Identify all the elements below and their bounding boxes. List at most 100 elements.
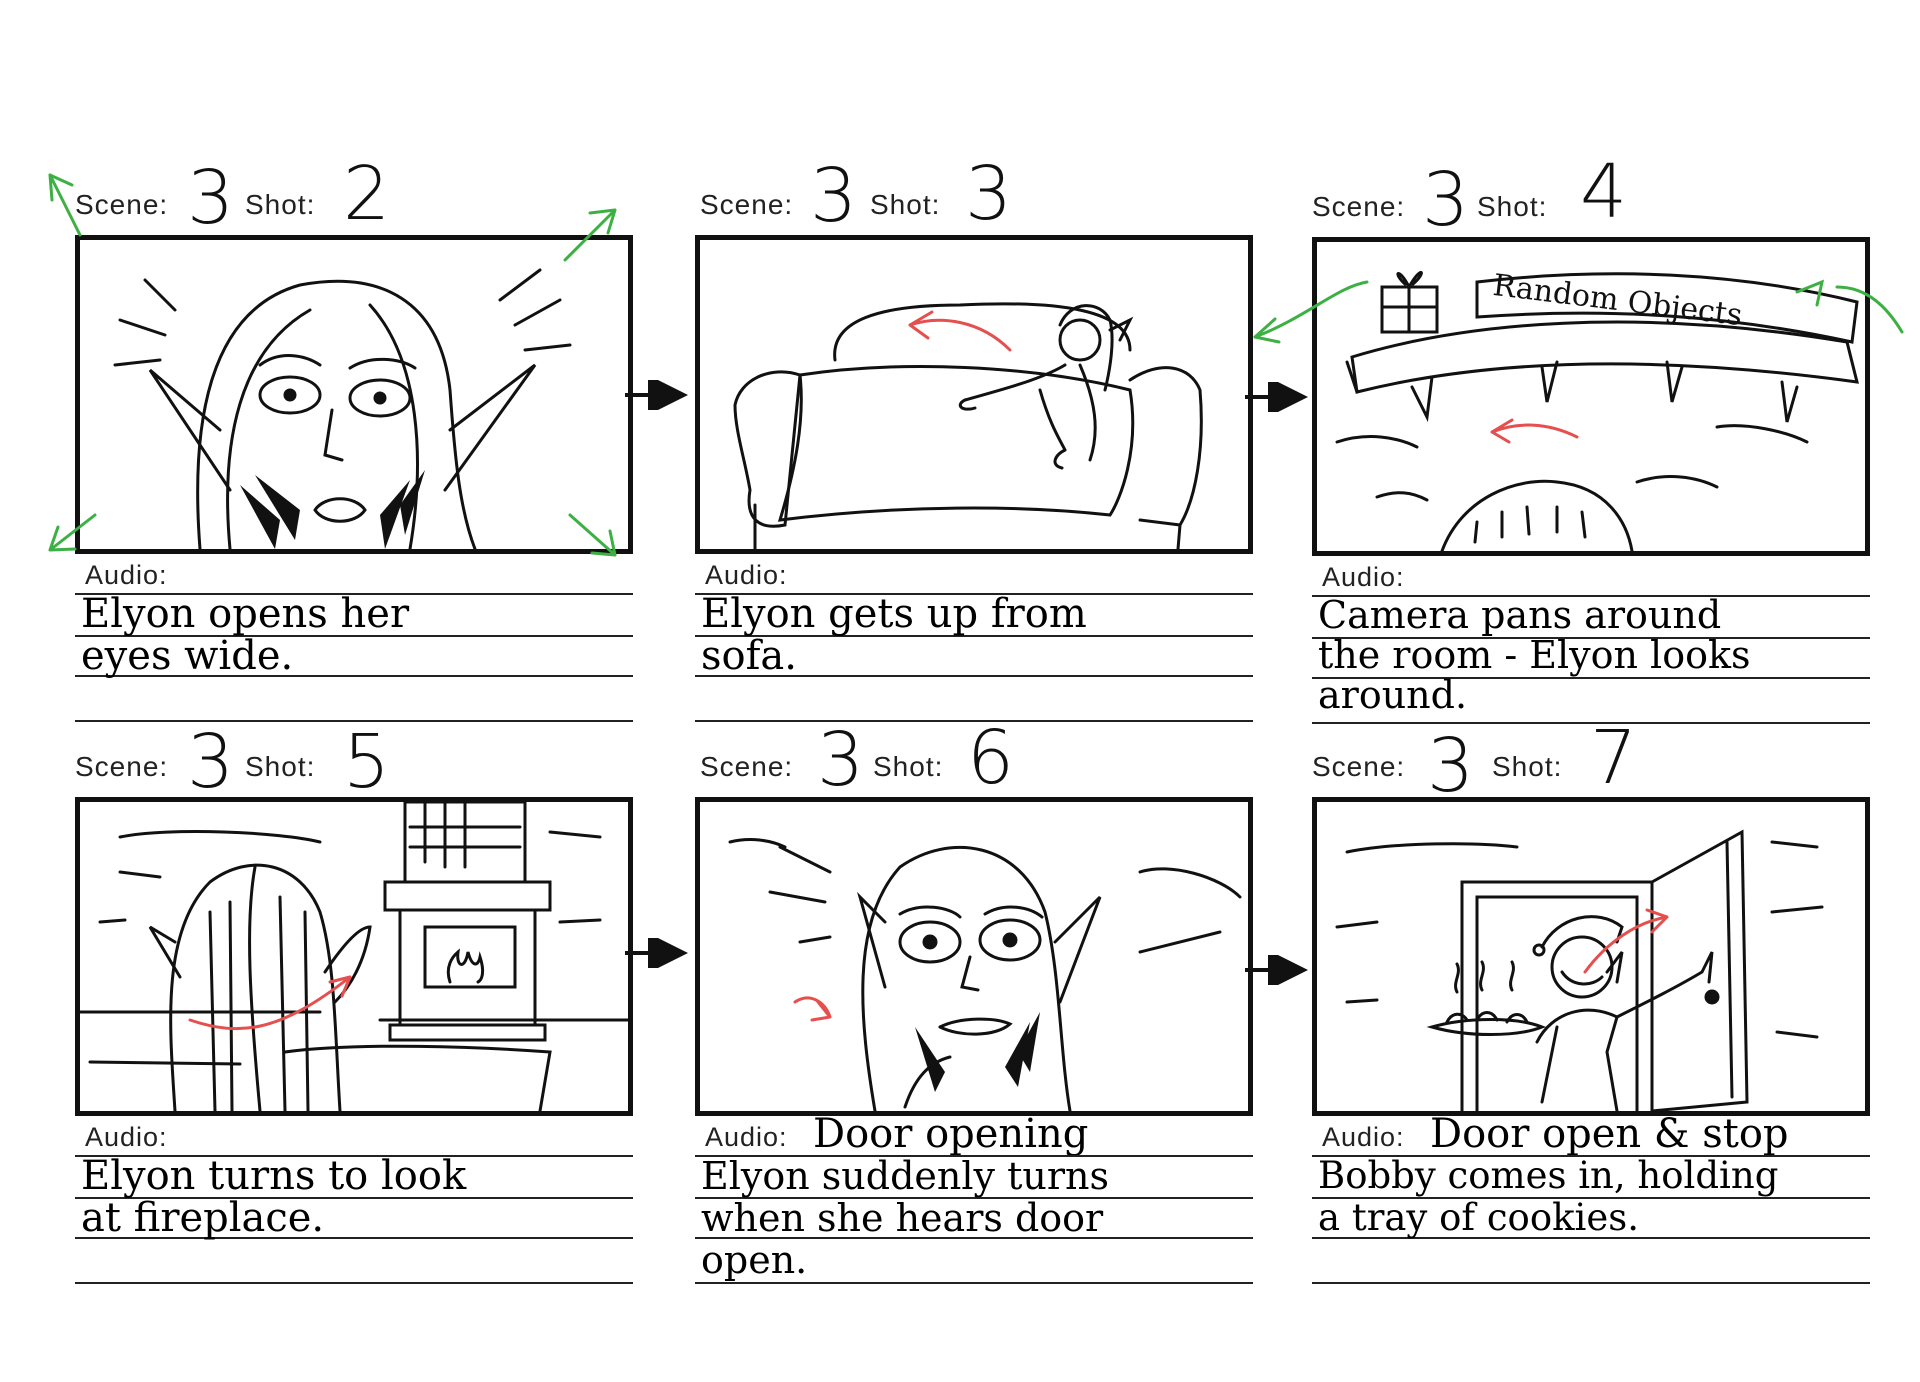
- audio-rule: [695, 1282, 1253, 1284]
- audio-rule: [1312, 595, 1870, 597]
- sketch-elyon-turns: [728, 838, 1242, 1111]
- audio-rule: [1312, 677, 1870, 679]
- panel-frame: [1312, 797, 1870, 1116]
- scene-number: 3: [810, 153, 858, 239]
- audio-line: Camera pans around: [1318, 593, 1722, 637]
- audio-rule: [695, 1155, 1253, 1157]
- shot-label: Shot:: [1492, 751, 1563, 782]
- panel-frame: [695, 797, 1253, 1116]
- audio-rule: [75, 675, 633, 677]
- audio-rule: [75, 1155, 633, 1157]
- panel-header: Scene: 3 Shot: 7: [1312, 721, 1872, 809]
- scene-label: Scene:: [1312, 191, 1406, 222]
- audio-rule: [1312, 1197, 1870, 1199]
- shot-label: Shot:: [245, 189, 316, 220]
- audio-rule: [695, 675, 1253, 677]
- camera-push-arrows: [48, 173, 617, 557]
- audio-line: the room - Elyon looks: [1318, 633, 1751, 677]
- audio-rule: [75, 1282, 633, 1284]
- sketch-room-shelf: Random Objects: [1335, 268, 1859, 551]
- audio-sound-note: Door open & stop: [1430, 1111, 1789, 1157]
- shot-label: Shot:: [870, 189, 941, 220]
- panel-frame: [695, 235, 1253, 554]
- audio-rule: [1312, 1282, 1870, 1284]
- shot-number: 7: [1590, 715, 1638, 801]
- audio-rule: [75, 720, 633, 722]
- audio-rule: [695, 1197, 1253, 1199]
- panel-frame: [75, 797, 633, 1116]
- audio-line: Elyon turns to look: [81, 1153, 467, 1199]
- shot-label: Shot:: [1477, 191, 1548, 222]
- audio-label: Audio:: [1322, 562, 1405, 592]
- audio-line: when she hears door: [701, 1196, 1104, 1240]
- scene-number: 3: [817, 717, 865, 803]
- audio-line: at fireplace.: [81, 1195, 325, 1241]
- audio-line: Bobby comes in, holding: [1318, 1154, 1779, 1197]
- audio-line: sofa.: [701, 633, 797, 679]
- audio-rule: [695, 1237, 1253, 1239]
- audio-rule: [695, 593, 1253, 595]
- audio-rule: [695, 635, 1253, 637]
- scene-label: Scene:: [75, 189, 169, 220]
- audio-label: Audio:: [1322, 1122, 1405, 1152]
- panel-header: Scene: 3 Shot: 4: [1312, 155, 1872, 247]
- audio-rule: [75, 635, 633, 637]
- scene-number: 3: [1422, 157, 1470, 243]
- audio-notes: Elyon turns to look at fireplace.: [81, 1155, 633, 1239]
- audio-notes: Bobby comes in, holding a tray of cookie…: [1318, 1155, 1870, 1239]
- audio-line: Elyon opens her: [81, 591, 410, 637]
- scene-label: Scene:: [75, 751, 169, 782]
- audio-notes: Elyon opens her eyes wide.: [81, 593, 633, 677]
- audio-label: Audio:: [705, 560, 788, 590]
- shot-label: Shot:: [245, 751, 316, 782]
- audio-sound-note: Door opening: [813, 1111, 1089, 1157]
- audio-notes: Elyon suddenly turns when she hears door…: [701, 1155, 1253, 1281]
- shot-number: 4: [1580, 149, 1628, 235]
- audio-line: eyes wide.: [81, 633, 294, 679]
- audio-line: Elyon suddenly turns: [701, 1154, 1109, 1198]
- panel-header: Scene: 3 Shot: 6: [695, 721, 1255, 807]
- sequence-arrow: [625, 938, 688, 968]
- camera-pan-arrows: [1253, 279, 1904, 344]
- audio-rule: [75, 1197, 633, 1199]
- audio-rule: [75, 593, 633, 595]
- sketch-fireplace: [80, 802, 628, 1111]
- scene-number: 3: [1427, 723, 1475, 809]
- audio-notes: Camera pans around the room - Elyon look…: [1318, 595, 1870, 715]
- sketch-door-bobby: [1335, 829, 1824, 1111]
- scene-label: Scene:: [700, 189, 794, 220]
- scene-number: 3: [187, 719, 235, 805]
- sequence-arrow: [625, 380, 688, 410]
- audio-notes: Elyon gets up from sofa.: [701, 593, 1253, 677]
- audio-line: open.: [701, 1238, 808, 1282]
- panel-frame: Random Objects: [1312, 237, 1870, 556]
- audio-line: a tray of cookies.: [1318, 1196, 1640, 1239]
- sketch-sofa: [733, 302, 1203, 549]
- scene-label: Scene:: [700, 751, 794, 782]
- shot-number: 5: [343, 719, 391, 805]
- audio-rule: [1312, 1237, 1870, 1239]
- panel-frame: [75, 235, 633, 554]
- audio-rule: [1312, 637, 1870, 639]
- shot-label: Shot:: [873, 751, 944, 782]
- sketch-elyon-face: [113, 268, 572, 549]
- audio-label: Audio:: [85, 1122, 168, 1152]
- shot-number: 3: [965, 151, 1013, 237]
- audio-rule: [1312, 722, 1870, 724]
- scene-label: Scene:: [1312, 751, 1406, 782]
- panel-header: Scene: 3 Shot: 2: [75, 157, 635, 245]
- shot-number: 6: [967, 715, 1015, 801]
- audio-label: Audio:: [85, 560, 168, 590]
- audio-rule: [75, 1237, 633, 1239]
- audio-line: around.: [1318, 673, 1468, 717]
- panel-header: Scene: 3 Shot: 3: [695, 157, 1255, 245]
- audio-rule: [1312, 1155, 1870, 1157]
- sequence-arrow: [1245, 382, 1308, 412]
- sequence-arrow: [1245, 955, 1308, 985]
- audio-rule: [695, 720, 1253, 722]
- audio-label: Audio:: [705, 1122, 788, 1152]
- panel-header: Scene: 3 Shot: 5: [75, 719, 635, 807]
- shot-number: 2: [343, 151, 391, 237]
- audio-line: Elyon gets up from: [701, 591, 1087, 637]
- scene-number: 3: [187, 155, 235, 241]
